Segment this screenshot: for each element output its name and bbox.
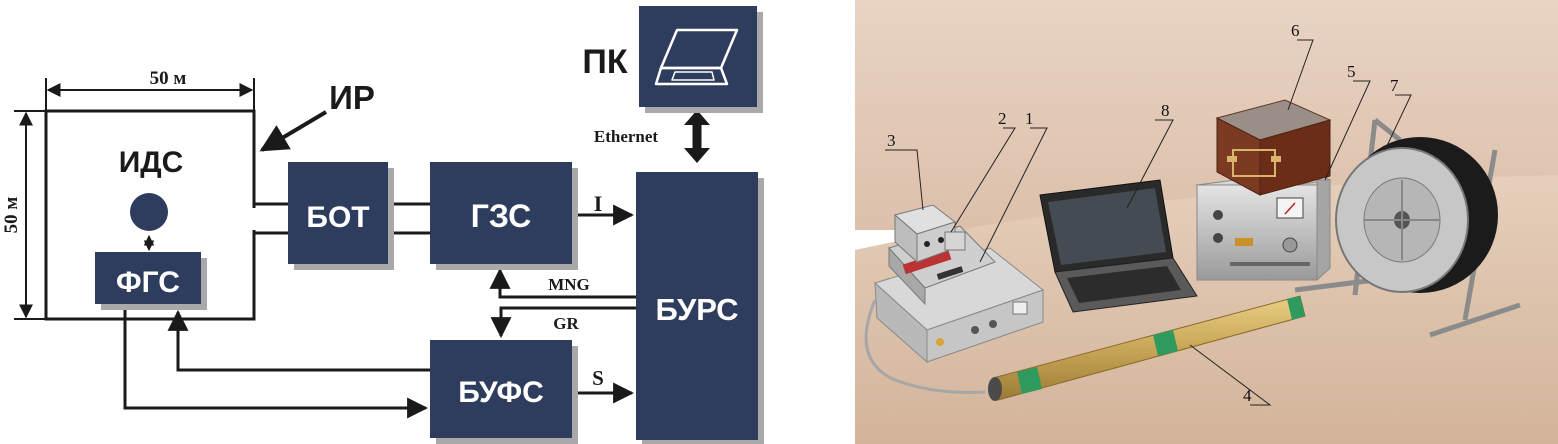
block-bufs: БУФС xyxy=(430,340,578,444)
item-7-cable-reel xyxy=(1294,118,1521,338)
burs-label: БУРС xyxy=(655,292,738,327)
item-5-measuring-instrument xyxy=(1195,169,1332,282)
dimension-top-label: 50 м xyxy=(150,68,187,89)
block-burs: БУРС xyxy=(636,172,764,444)
callout-7: 7 xyxy=(1390,76,1399,95)
callout-4: 4 xyxy=(1243,386,1252,405)
ids-sensor xyxy=(130,193,168,231)
ir-pointer xyxy=(259,110,328,152)
block-fgs: ФГС xyxy=(95,252,207,310)
equipment-photo: 1 2 3 4 5 6 7 8 xyxy=(855,0,1558,444)
callout-2: 2 xyxy=(998,109,1007,128)
ethernet-label: Ethernet xyxy=(594,127,659,146)
ethernet-arrow-head-up xyxy=(684,110,710,125)
block-diagram: 50 м 50 м ИР ИДС I MNG GR S Ethernet ПК xyxy=(1,6,764,444)
laptop-icon xyxy=(654,28,739,86)
wire-ir-to-bot xyxy=(252,152,290,206)
bot-label: БОТ xyxy=(306,201,369,234)
callouts xyxy=(885,39,1412,406)
callout-5: 5 xyxy=(1347,62,1356,81)
block-pc xyxy=(639,6,763,113)
label-mng: MNG xyxy=(548,275,590,294)
callout-8: 8 xyxy=(1161,101,1170,120)
ids-label: ИДС xyxy=(119,146,184,179)
item-8-laptop xyxy=(1039,179,1198,313)
arrow-gr xyxy=(490,306,638,339)
equipment-illustration: 1 2 3 4 5 6 7 8 xyxy=(855,0,1558,444)
callout-3: 3 xyxy=(887,131,896,150)
label-s: S xyxy=(592,366,604,390)
pc-label: ПК xyxy=(582,43,627,81)
ir-label: ИР xyxy=(329,79,375,116)
ethernet-arrow-head-down xyxy=(684,148,710,163)
bufs-label: БУФС xyxy=(458,376,544,409)
callout-6: 6 xyxy=(1291,21,1300,40)
item-6-resistor-box xyxy=(1215,99,1332,196)
callout-1: 1 xyxy=(1025,109,1034,128)
arrow-mng xyxy=(489,267,638,299)
arrow-bufs-to-fgs xyxy=(167,309,432,372)
block-bot: БОТ xyxy=(288,162,394,270)
wire-area-to-bot xyxy=(252,231,290,319)
item-1-generator-box xyxy=(874,247,1045,364)
label-i: I xyxy=(594,191,603,216)
gzs-label: ГЗС xyxy=(471,198,532,234)
arrow-fgs-to-bufs xyxy=(123,307,429,419)
label-gr: GR xyxy=(553,314,579,333)
dimension-left-label: 50 м xyxy=(1,197,22,234)
survey-area-gap xyxy=(250,208,259,230)
block-gzs: ГЗС xyxy=(430,162,578,270)
item-3-sensor-unit xyxy=(893,204,966,264)
fgs-label: ФГС xyxy=(116,266,180,299)
cable xyxy=(864,299,986,394)
item-4-probe-tube xyxy=(988,295,1306,401)
